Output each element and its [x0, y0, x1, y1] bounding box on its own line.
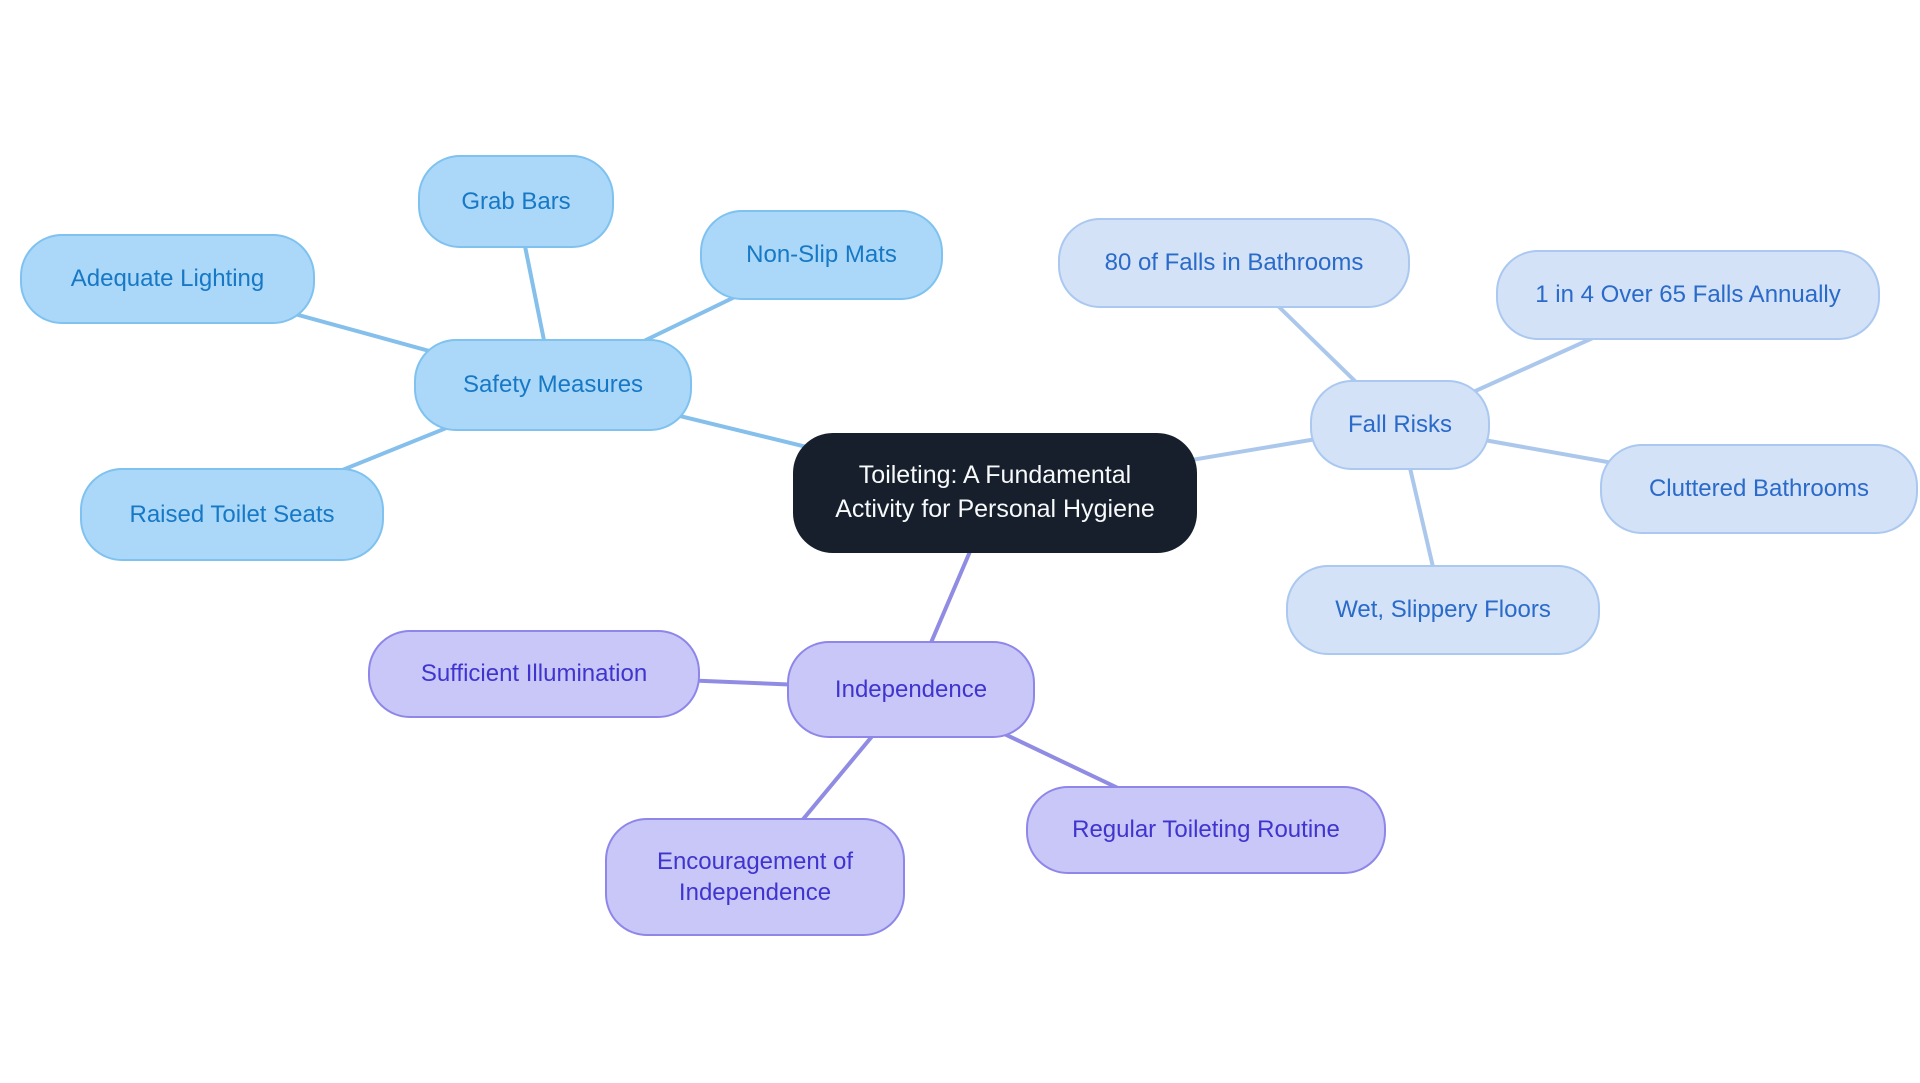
- node-label-non-slip-mats: Non-Slip Mats: [746, 241, 897, 269]
- node-label-wet-slippery-floors: Wet, Slippery Floors: [1335, 596, 1551, 624]
- node-fall-risks[interactable]: Fall Risks: [1310, 380, 1490, 470]
- node-label-adequate-lighting: Adequate Lighting: [70, 265, 265, 293]
- node-label-sufficient-illumination: Sufficient Illumination: [420, 660, 648, 688]
- node-sufficient-illumination[interactable]: Sufficient Illumination: [368, 630, 700, 718]
- node-label-encouragement-of-independence: Encouragement of Independence: [656, 847, 854, 906]
- node-label-regular-toileting-routine: Regular Toileting Routine: [1072, 816, 1340, 844]
- node-label-raised-toilet-seats: Raised Toilet Seats: [129, 500, 335, 528]
- node-label-fall-risks: Fall Risks: [1347, 411, 1452, 439]
- node-label-cluttered-bathrooms: Cluttered Bathrooms: [1648, 475, 1870, 503]
- node-label-grab-bars: Grab Bars: [461, 187, 571, 215]
- node-encouragement-of-independence[interactable]: Encouragement of Independence: [605, 818, 905, 936]
- node-falls-in-bathrooms[interactable]: 80 of Falls in Bathrooms: [1058, 218, 1410, 308]
- node-label-falls-in-bathrooms: 80 of Falls in Bathrooms: [1104, 249, 1364, 277]
- node-cluttered-bathrooms[interactable]: Cluttered Bathrooms: [1600, 444, 1918, 534]
- node-label-independence: Independence: [834, 675, 988, 703]
- node-wet-slippery-floors[interactable]: Wet, Slippery Floors: [1286, 565, 1600, 655]
- node-raised-toilet-seats[interactable]: Raised Toilet Seats: [80, 468, 384, 561]
- node-central[interactable]: Toileting: A Fundamental Activity for Pe…: [793, 433, 1197, 553]
- node-grab-bars[interactable]: Grab Bars: [418, 155, 614, 248]
- node-falls-annually[interactable]: 1 in 4 Over 65 Falls Annually: [1496, 250, 1880, 340]
- node-label-falls-annually: 1 in 4 Over 65 Falls Annually: [1535, 281, 1841, 309]
- node-safety-measures[interactable]: Safety Measures: [414, 339, 692, 431]
- node-label-safety-measures: Safety Measures: [462, 371, 644, 399]
- node-adequate-lighting[interactable]: Adequate Lighting: [20, 234, 315, 324]
- node-label-central: Toileting: A Fundamental Activity for Pe…: [835, 461, 1155, 523]
- node-non-slip-mats[interactable]: Non-Slip Mats: [700, 210, 943, 300]
- node-independence[interactable]: Independence: [787, 641, 1035, 738]
- node-regular-toileting-routine[interactable]: Regular Toileting Routine: [1026, 786, 1386, 874]
